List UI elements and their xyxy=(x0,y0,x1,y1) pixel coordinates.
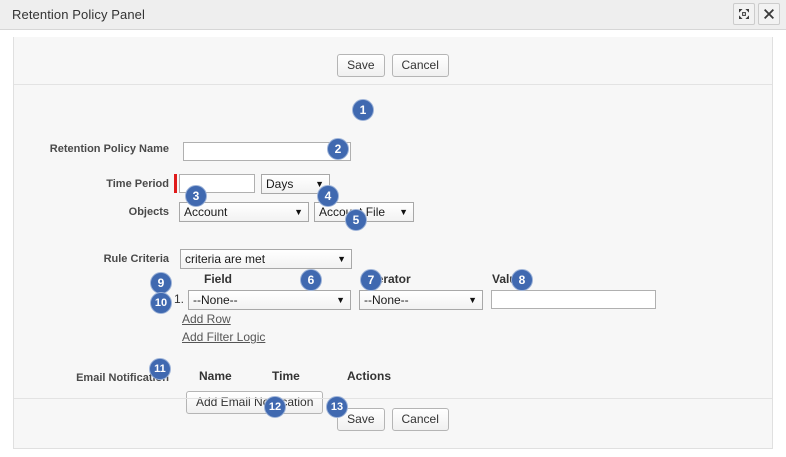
callout-11: 11 xyxy=(149,358,171,380)
criteria-row-number: 1. xyxy=(174,292,185,306)
callout-7: 7 xyxy=(360,269,382,291)
save-button-top[interactable]: Save xyxy=(337,53,385,77)
required-indicator xyxy=(174,174,177,193)
criteria-value-input[interactable] xyxy=(491,290,656,309)
add-filter-logic-link[interactable]: Add Filter Logic xyxy=(182,330,266,344)
callout-9: 9 xyxy=(150,272,172,294)
callout-1: 1 xyxy=(352,99,374,121)
callout-8: 8 xyxy=(511,269,533,291)
column-header-time: Time xyxy=(272,369,300,383)
window-titlebar: Retention Policy Panel xyxy=(0,0,786,30)
add-row-link[interactable]: Add Row xyxy=(182,312,231,326)
chevron-down-icon: ▼ xyxy=(399,206,408,217)
rule-criteria-value: criteria are met xyxy=(185,252,266,266)
column-header-actions: Actions xyxy=(347,369,392,383)
retention-policy-name-input[interactable] xyxy=(183,142,351,161)
objects-primary-value: Account xyxy=(184,205,228,219)
time-period-label: Time Period xyxy=(106,178,169,190)
chevron-down-icon: ▼ xyxy=(294,206,303,217)
criteria-operator-select[interactable]: --None-- ▼ xyxy=(359,290,483,310)
expand-icon[interactable] xyxy=(733,3,755,25)
save-button-bottom[interactable]: Save xyxy=(337,408,385,431)
time-period-unit-select[interactable]: Days ▼ xyxy=(261,174,330,194)
toolbar-top: Save Cancel xyxy=(14,46,772,85)
time-period-unit-value: Days xyxy=(266,177,294,191)
cancel-button-top[interactable]: Cancel xyxy=(391,53,449,77)
callout-6: 6 xyxy=(300,269,322,291)
callout-5: 5 xyxy=(345,209,367,231)
cancel-button-bottom[interactable]: Cancel xyxy=(391,408,449,431)
callout-10: 10 xyxy=(150,292,172,314)
column-header-field: Field xyxy=(204,272,233,286)
callout-4: 4 xyxy=(317,185,339,207)
retention-policy-panel: Save Cancel Retention Policy Name Time P… xyxy=(13,37,773,449)
callout-12: 12 xyxy=(264,396,286,418)
objects-primary-select[interactable]: Account ▼ xyxy=(179,202,309,222)
toolbar-bottom: Save Cancel xyxy=(14,398,772,448)
callout-3: 3 xyxy=(185,185,207,207)
callout-13: 13 xyxy=(326,396,348,418)
criteria-field-select[interactable]: --None-- ▼ xyxy=(188,290,351,310)
chevron-down-icon: ▼ xyxy=(468,294,477,305)
rule-criteria-select[interactable]: criteria are met ▼ xyxy=(180,249,352,269)
window-controls xyxy=(733,3,780,25)
chevron-down-icon: ▼ xyxy=(336,294,345,305)
window-title: Retention Policy Panel xyxy=(12,7,145,22)
chevron-down-icon: ▼ xyxy=(337,253,346,264)
column-header-name: Name xyxy=(199,369,232,383)
criteria-operator-value: --None-- xyxy=(364,293,409,307)
close-icon[interactable] xyxy=(758,3,780,25)
retention-policy-name-label: Retention Policy Name xyxy=(49,143,169,155)
objects-label: Objects xyxy=(128,206,169,218)
callout-2: 2 xyxy=(327,138,349,160)
retention-policy-form: Retention Policy Name Time Period Days ▼… xyxy=(14,85,772,414)
email-notification-label: Email Notification xyxy=(76,372,169,384)
criteria-field-value: --None-- xyxy=(193,293,238,307)
rule-criteria-label: Rule Criteria xyxy=(103,253,169,265)
chevron-down-icon: ▼ xyxy=(315,178,324,189)
